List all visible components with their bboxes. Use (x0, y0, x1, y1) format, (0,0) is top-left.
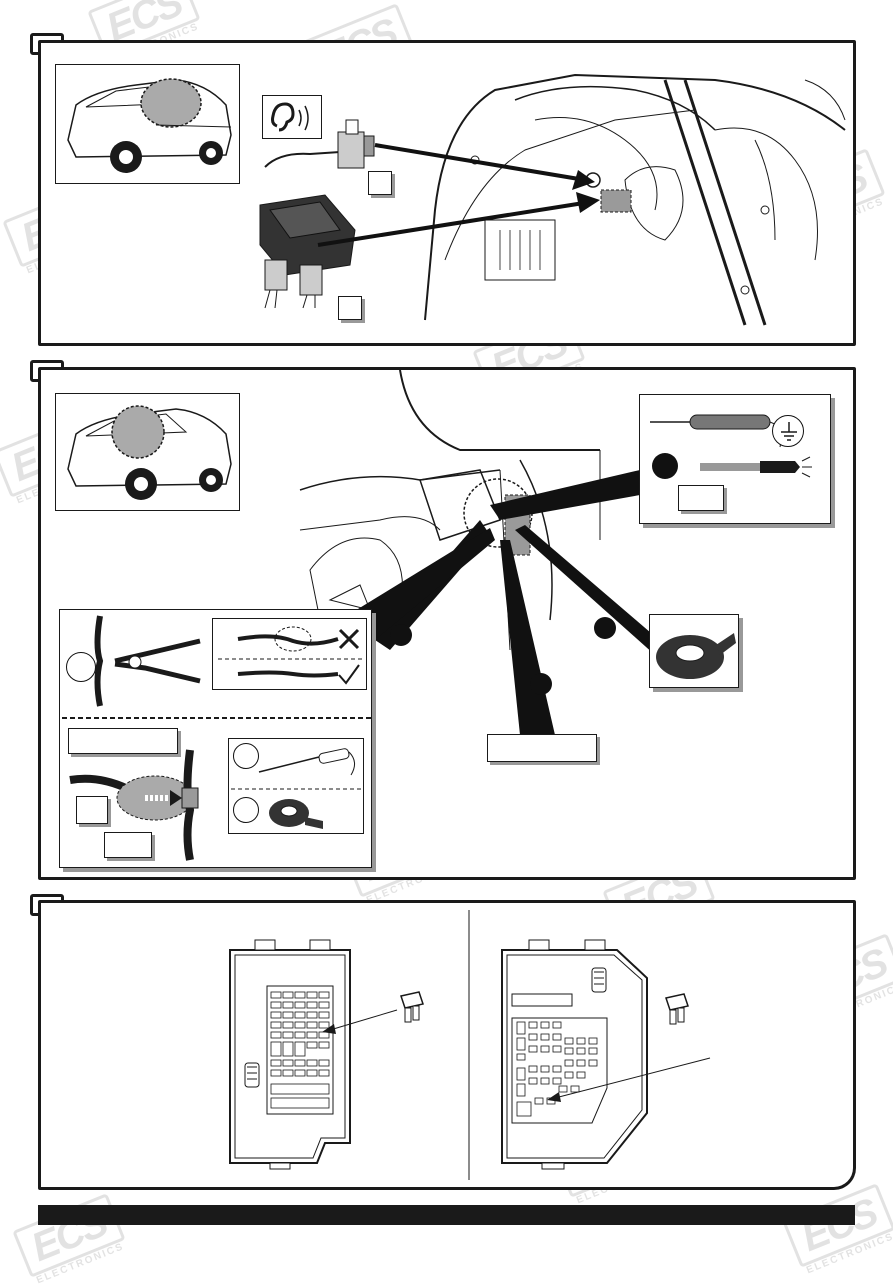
wire-label-box-mid (76, 796, 108, 824)
car-rear-icon (67, 78, 232, 173)
ear-icon (271, 102, 309, 132)
buzzer-label-box (368, 171, 392, 195)
splice-comparison (218, 626, 363, 678)
fuse-box-icon (501, 939, 648, 1170)
step-3-panel (38, 900, 856, 1190)
crimp-tool-icon (94, 615, 201, 707)
module-arrow (317, 192, 600, 247)
buzzer-icon (264, 119, 375, 169)
wiring-instructions-box (59, 609, 372, 868)
cross-icon (338, 628, 360, 650)
trunk-interior-drawing (424, 73, 846, 326)
step-dot-2 (390, 624, 412, 646)
callout-beams (340, 470, 665, 735)
fuse-icon (665, 993, 689, 1025)
module-label-box (338, 296, 362, 320)
step-c-circle (233, 797, 259, 823)
probe-label-box (678, 485, 724, 511)
test-probe-box (639, 394, 831, 524)
center-label-box (487, 734, 597, 762)
wire-insertion-diagram (69, 749, 199, 861)
control-module-icon (259, 194, 356, 309)
car-rear-inset-2 (55, 393, 240, 511)
tape-roll-box (649, 614, 739, 688)
fuse-icon (400, 991, 424, 1023)
screwdriver-icon (258, 748, 355, 776)
step-b-circle (233, 743, 259, 769)
insulation-tape-icon (656, 633, 736, 679)
tools-box (228, 738, 364, 834)
wire-label-box-top (68, 728, 178, 754)
step-dot-3 (594, 617, 616, 639)
wire-label-box-bottom (104, 832, 152, 858)
ear-icon-box (262, 95, 322, 139)
step-dot-1 (652, 453, 678, 479)
panel-divider (468, 910, 470, 1180)
car-light-icon (700, 456, 812, 478)
divider-line-small (231, 788, 363, 790)
car-rear-inset-1 (55, 64, 240, 184)
splice-comparison-box (212, 618, 367, 690)
insulation-tape-icon (269, 799, 323, 829)
check-icon (338, 664, 360, 685)
buzzer-arrow (374, 143, 595, 190)
fuse-box-icon (229, 939, 351, 1170)
footer-bar (38, 1205, 855, 1225)
divider-line (62, 717, 371, 719)
step-dot-4 (530, 673, 552, 695)
car-rear-icon (67, 405, 232, 500)
step-a-circle (66, 652, 96, 682)
ground-icon (772, 415, 804, 447)
